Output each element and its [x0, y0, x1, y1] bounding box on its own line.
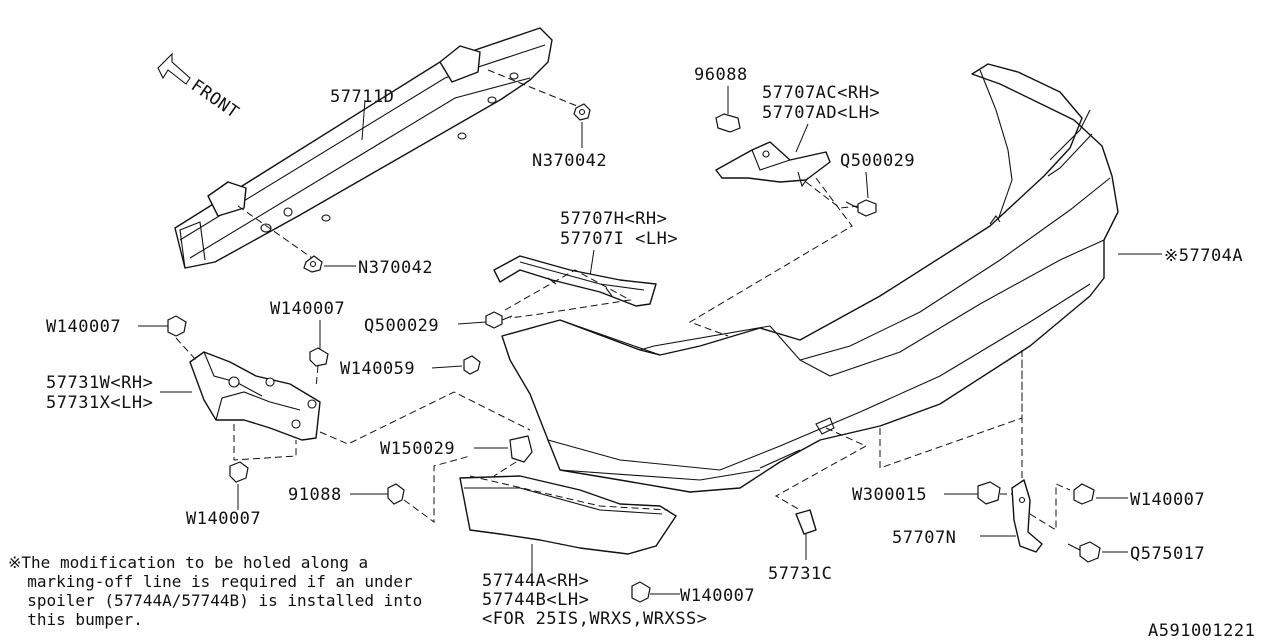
clip-icon — [463, 355, 481, 375]
label-96088: 96088 — [694, 65, 748, 85]
bolt-icon — [485, 311, 513, 329]
label-57711D: 57711D — [330, 87, 394, 107]
nut-icon — [977, 481, 1001, 505]
clip-icon — [631, 581, 651, 603]
label-57707I: 57707I <LH> — [560, 229, 678, 249]
clip-icon — [715, 113, 741, 133]
note-line: marking-off line is required if an under — [8, 572, 413, 591]
screw-icon — [387, 483, 405, 505]
clip-icon — [309, 347, 329, 367]
side-spacer-bracket — [189, 351, 321, 441]
label-57731C: 57731C — [768, 564, 832, 584]
label-N370042-lower: N370042 — [358, 258, 433, 278]
label-W140007-mid: W140007 — [270, 299, 345, 319]
upper-bumper-bracket — [715, 141, 831, 188]
label-Q575017: Q575017 — [1130, 544, 1205, 564]
bolt-icon — [845, 199, 877, 217]
label-57707H: 57707H<RH> — [560, 209, 667, 229]
label-57731X: 57731X<LH> — [46, 393, 153, 413]
diagram-id: A591001221 — [1148, 621, 1255, 640]
label-W140007-right: W140007 — [1130, 490, 1205, 510]
nut-icon — [303, 255, 323, 273]
label-W140007-left: W140007 — [46, 317, 121, 337]
under-spoiler — [459, 475, 677, 555]
clip-icon — [229, 461, 249, 483]
note-line: this bumper. — [8, 610, 143, 629]
tow-hook-cover — [795, 509, 817, 535]
nut-icon — [573, 103, 591, 121]
label-57707AC: 57707AC<RH> — [762, 83, 880, 103]
label-57731W: 57731W<RH> — [46, 373, 153, 393]
label-57707AD: 57707AD<LH> — [762, 103, 880, 123]
label-for-models: <FOR 25IS,WRXS,WRXSS> — [482, 609, 707, 629]
label-57704A: ※57704A — [1164, 246, 1243, 266]
label-57744A: 57744A<RH> — [482, 571, 589, 591]
side-bumper-bracket — [493, 255, 657, 307]
label-57707N: 57707N — [892, 528, 956, 548]
label-W140007-spoiler: W140007 — [680, 586, 755, 606]
label-W150029: W150029 — [380, 439, 455, 459]
label-91088: 91088 — [288, 485, 342, 505]
label-57744B: 57744B<LH> — [482, 590, 589, 610]
front-label: FRONT — [187, 76, 242, 123]
bumper-reinforcement-beam — [174, 27, 553, 269]
label-W140007-bottom-left: W140007 — [186, 509, 261, 529]
retainer-clip-icon — [509, 435, 533, 463]
front-arrow-icon — [157, 52, 191, 85]
label-Q500029-lower: Q500029 — [364, 316, 439, 336]
label-N370042-upper: N370042 — [532, 151, 607, 171]
lower-bumper-bracket — [1011, 479, 1043, 553]
bolt-icon — [1067, 541, 1101, 563]
label-Q500029-upper: Q500029 — [840, 151, 915, 171]
label-W300015: W300015 — [852, 485, 927, 505]
clip-icon — [167, 315, 187, 337]
clip-icon — [1073, 483, 1095, 505]
note-line: ※The modification to be holed along a — [8, 553, 368, 572]
label-W140059: W140059 — [340, 359, 415, 379]
rear-bumper-face — [501, 63, 1119, 493]
note-line: spoiler (57744A/57744B) is installed int… — [8, 591, 422, 610]
